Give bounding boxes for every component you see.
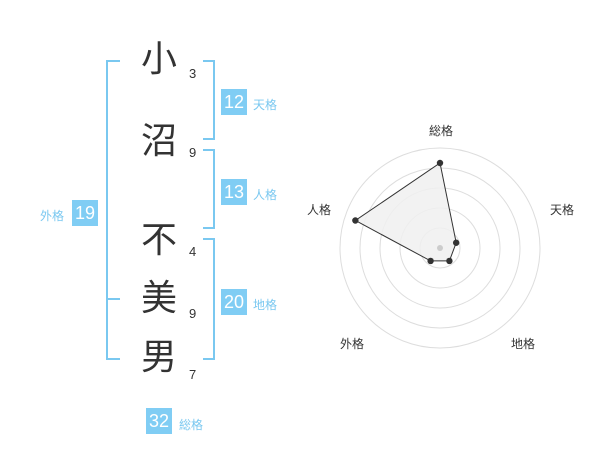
stroke-count-5: 7 bbox=[189, 367, 197, 382]
jinkaku-label: 人格 bbox=[253, 188, 278, 202]
radar-ring bbox=[339, 147, 541, 349]
radar-point bbox=[352, 217, 359, 224]
chikaku-value: 20 bbox=[221, 289, 247, 315]
radar-axis-label-4: 外格 bbox=[340, 337, 365, 351]
radar-axis-label-1: 総格 bbox=[429, 124, 454, 138]
name-char-4: 美 bbox=[141, 278, 178, 319]
stroke-count-2: 9 bbox=[189, 145, 197, 160]
jinkaku-value: 13 bbox=[221, 179, 247, 205]
stroke-count-4: 9 bbox=[189, 306, 197, 321]
stroke-count-3: 4 bbox=[189, 244, 197, 259]
soukaku-label: 総格 bbox=[179, 418, 204, 432]
radar-axis-label-5: 人格 bbox=[307, 203, 332, 217]
radar-point bbox=[446, 257, 453, 265]
name-char-1: 小 bbox=[141, 39, 178, 80]
radar-polygon bbox=[354, 162, 457, 262]
radar-axis-label-3: 地格 bbox=[511, 337, 536, 351]
name-char-5: 男 bbox=[141, 337, 178, 378]
tenkaku-value: 12 bbox=[221, 89, 247, 115]
gaikaku-label: 外格 bbox=[40, 209, 65, 223]
name-char-2: 沼 bbox=[141, 121, 178, 162]
radar-axis-label-2: 天格 bbox=[550, 203, 575, 217]
radar-point bbox=[427, 257, 434, 265]
soukaku-value: 32 bbox=[146, 408, 172, 434]
tenkaku-label: 天格 bbox=[253, 98, 278, 112]
radar-point bbox=[452, 239, 460, 246]
gaikaku-value: 19 bbox=[72, 200, 98, 226]
radar-center-dot bbox=[437, 245, 443, 251]
chikaku-label: 地格 bbox=[253, 298, 278, 312]
name-char-3: 不 bbox=[141, 220, 178, 261]
stroke-count-1: 3 bbox=[189, 66, 197, 81]
radar-point bbox=[436, 159, 444, 167]
